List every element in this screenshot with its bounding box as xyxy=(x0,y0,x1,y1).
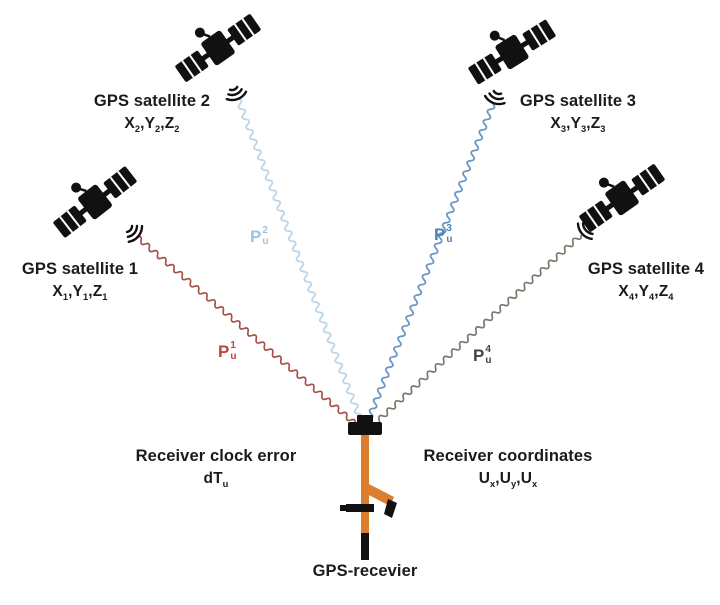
receiver-clamp-knob xyxy=(340,505,347,511)
receiver-antenna xyxy=(348,422,382,435)
satellite-2-name: GPS satellite 2 xyxy=(93,92,211,110)
satellite-2-coordinates: X2,Y2,Z2 xyxy=(124,114,180,134)
signal-waves-icon-2 xyxy=(222,83,249,104)
receiver-device-label: GPS-recevier xyxy=(312,562,418,580)
receiver-bracket-arm xyxy=(363,482,394,506)
receiver-controller xyxy=(384,499,397,518)
satellite-1-icon xyxy=(40,150,142,243)
satellite-1-name: GPS satellite 1 xyxy=(21,260,139,278)
satellite-1-label-block: GPS satellite 1 X1,Y1,Z1 xyxy=(22,258,138,304)
pseudorange-signal-4 xyxy=(369,234,583,428)
satellite-3-label-block: GPS satellite 3 X3,Y3,Z3 xyxy=(520,90,636,136)
pseudorange-letter-4: P xyxy=(473,345,485,365)
satellite-1-coordinates: X1,Y1,Z1 xyxy=(52,282,108,302)
clock-error-title: Receiver clock error xyxy=(135,447,297,465)
pseudorange-letter-1: P xyxy=(218,341,230,361)
pseudorange-letter-3: P xyxy=(434,224,446,244)
satellite-4-name: GPS satellite 4 xyxy=(587,260,705,278)
receiver-pole-tip xyxy=(361,533,369,560)
satellite-2-label-block: GPS satellite 2 X2,Y2,Z2 xyxy=(94,90,210,136)
signal-waves-icon-3 xyxy=(482,87,509,108)
satellite-2-icon xyxy=(163,0,265,88)
gps-receiver-icon xyxy=(340,415,397,560)
coordinates-symbol: Ux,Uy,Ux xyxy=(478,469,538,489)
pseudorange-signal-3 xyxy=(364,103,496,425)
satellite-4-coordinates: X4,Y4,Z4 xyxy=(618,282,674,302)
coordinates-title: Receiver coordinates xyxy=(423,447,593,465)
pseudorange-signal-1 xyxy=(136,235,360,429)
satellite-3-icon xyxy=(456,2,560,90)
receiver-clamp xyxy=(346,504,374,512)
satellite-3-name: GPS satellite 3 xyxy=(519,92,637,110)
satellite-4-label-block: GPS satellite 4 X4,Y4,Z4 xyxy=(588,258,704,304)
satellite-3-coordinates: X3,Y3,Z3 xyxy=(550,114,606,134)
pseudorange-letter-2: P xyxy=(250,226,262,246)
receiver-clock-error-label: Receiver clock error dTu xyxy=(136,445,297,491)
receiver-antenna-knob xyxy=(357,415,373,424)
receiver-coordinates-label: Receiver coordinates Ux,Uy,Ux xyxy=(424,445,593,491)
pseudorange-signal-2 xyxy=(237,98,363,425)
clock-error-symbol: dTu xyxy=(203,469,229,489)
